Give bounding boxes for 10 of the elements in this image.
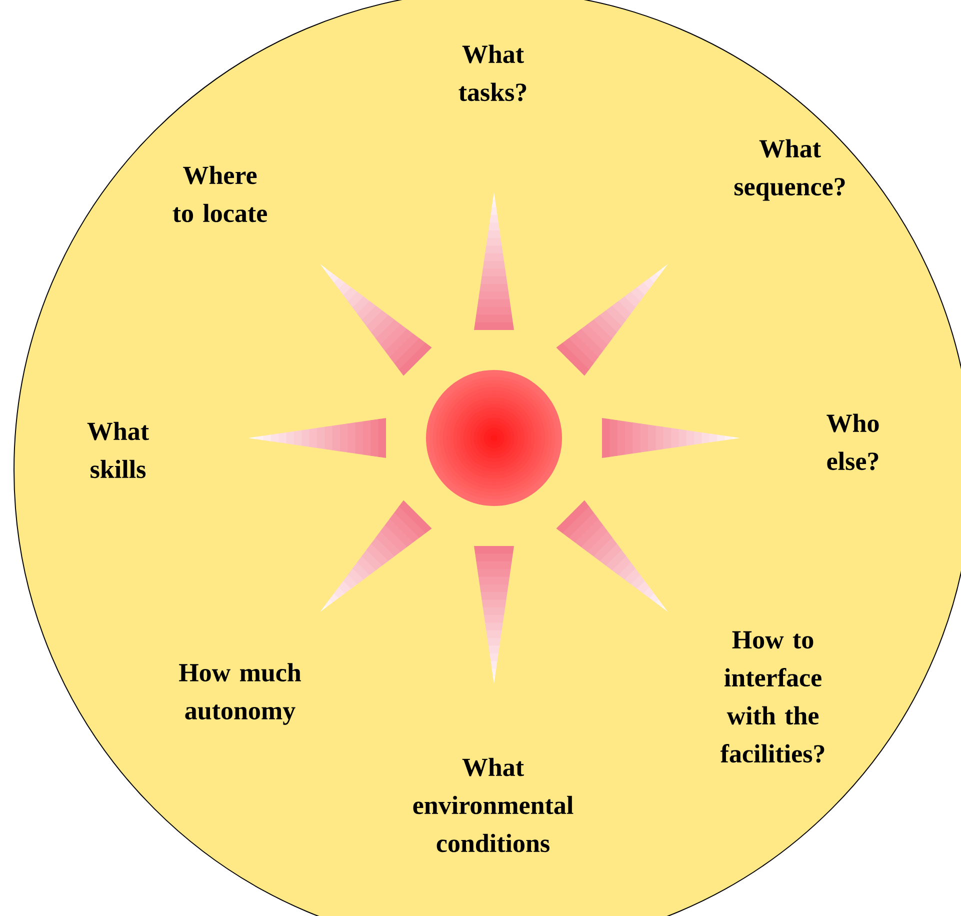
circle-background <box>14 0 961 916</box>
question-label: How to interface with the facilities? <box>720 631 824 763</box>
question-label: What skills <box>87 422 149 478</box>
question-label: Who else? <box>826 414 879 470</box>
question-label: What tasks? <box>458 44 526 102</box>
question-label: Where to locate <box>172 166 267 222</box>
question-label: How much autonomy <box>179 663 301 725</box>
question-label: What sequence? <box>734 139 845 201</box>
question-label: What environmental conditions <box>413 758 574 852</box>
center-circle <box>426 370 562 506</box>
